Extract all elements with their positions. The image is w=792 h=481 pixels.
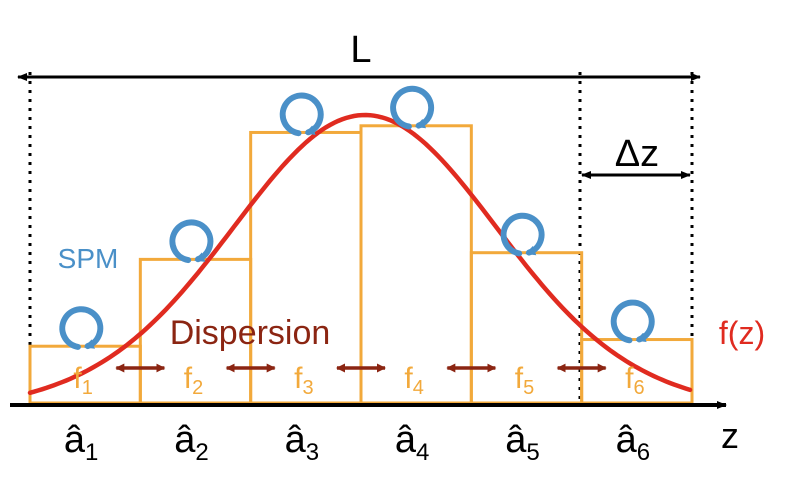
step-box-4	[359, 124, 473, 405]
a-hat-label-1: â1	[64, 419, 99, 466]
f-label-6: f6	[625, 362, 644, 399]
function-curve	[27, 112, 693, 396]
step-box-3	[249, 130, 363, 405]
f-labels: f1 f2 f3 f4 f5 f6	[73, 362, 644, 399]
f-label-1: f1	[73, 362, 92, 399]
dispersion-label: Dispersion	[170, 314, 331, 352]
spm-clockwise-arrow-icon-5	[500, 212, 545, 257]
spm-clockwise-arrow-icon-6	[610, 299, 655, 344]
f-label-4: f4	[404, 362, 423, 399]
length-label: L	[350, 29, 371, 71]
spm-clockwise-arrow-icon-1	[59, 306, 104, 350]
a-hat-label-5: â5	[505, 419, 540, 466]
spm-clockwise-arrow-icon-2	[169, 219, 214, 264]
a-hat-label-4: â4	[395, 419, 430, 466]
step-boxes	[28, 124, 694, 405]
spm-arrows	[59, 85, 655, 350]
function-label: f(z)	[719, 315, 765, 351]
a-labels: â1 â2 â3 â4 â5 â6	[64, 419, 650, 466]
f-label-5: f5	[515, 362, 534, 399]
a-hat-label-6: â6	[616, 419, 651, 466]
z-axis-label: z	[721, 415, 739, 456]
a-hat-label-2: â2	[174, 419, 209, 466]
f-label-3: f3	[294, 362, 313, 399]
spm-clockwise-arrow-icon-3	[279, 92, 324, 137]
spm-clockwise-arrow-icon-4	[390, 85, 435, 130]
f-label-2: f2	[184, 362, 203, 399]
delta-z-label: Δz	[615, 133, 659, 175]
a-hat-label-3: â3	[285, 419, 320, 466]
spm-label: SPM	[58, 243, 119, 274]
